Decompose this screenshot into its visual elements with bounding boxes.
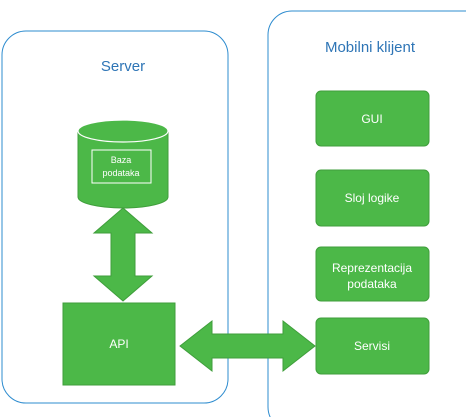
gui-box xyxy=(315,90,430,147)
database-label-line1: Baza xyxy=(111,155,132,165)
client-container xyxy=(267,10,466,417)
api-box xyxy=(62,302,176,386)
services-box xyxy=(315,317,430,375)
database-label-line2: podataka xyxy=(102,168,139,178)
gui-label: GUI xyxy=(361,112,382,126)
db-api-double-arrow xyxy=(92,207,154,302)
database-cylinder: Baza podataka xyxy=(77,119,169,209)
database-label-box xyxy=(91,149,152,184)
api-services-double-arrow xyxy=(179,319,316,373)
client-title: Mobilni klijent xyxy=(325,39,416,56)
data-representation-label-line1: Reprezentacija xyxy=(332,261,412,275)
data-representation-box xyxy=(315,246,430,302)
services-label: Servisi xyxy=(354,339,390,353)
server-title: Server xyxy=(101,58,145,75)
data-representation-label-line2: podataka xyxy=(347,277,397,291)
logic-layer-label: Sloj logike xyxy=(345,191,400,205)
server-container xyxy=(1,30,229,404)
api-label: API xyxy=(109,337,128,351)
logic-layer-box xyxy=(315,169,430,227)
